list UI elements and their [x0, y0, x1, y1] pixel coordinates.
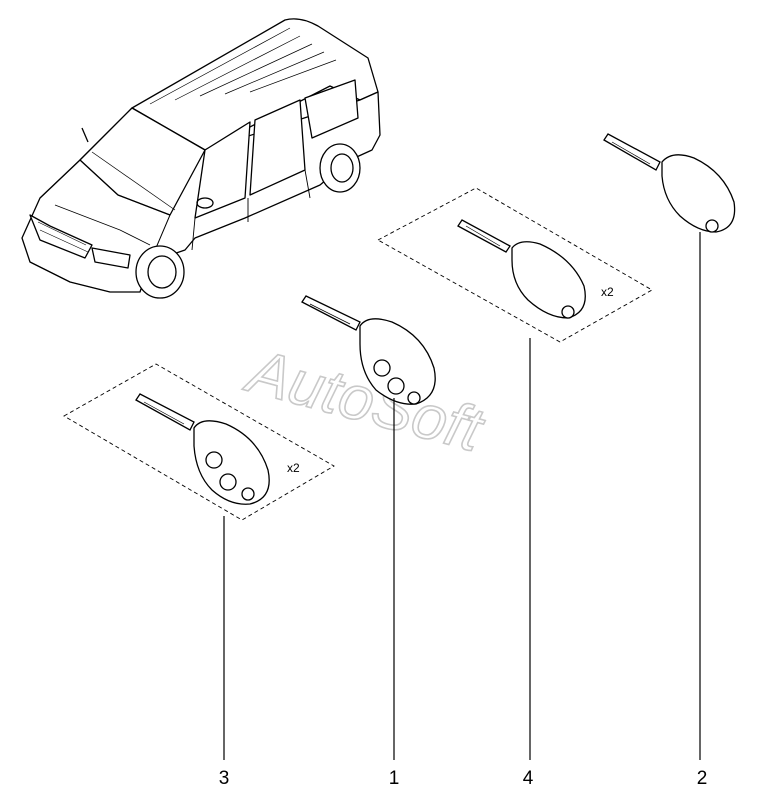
remote-key-two-button-icon	[135, 393, 270, 505]
leader-lines	[223, 232, 701, 760]
key-blank-icon	[603, 133, 736, 233]
station-wagon-car-icon	[21, 18, 381, 299]
quantity-label-3: x2	[287, 461, 300, 475]
callout-number-2: 2	[697, 768, 708, 789]
remote-key-two-button-icon	[301, 295, 436, 405]
callout-number-1: 1	[389, 768, 400, 789]
kit-group-3: x2	[63, 363, 335, 521]
key-blank-icon	[457, 219, 586, 319]
callout-number-4: 4	[523, 768, 534, 789]
kit-group-4: x2	[377, 187, 653, 343]
callout-number-3: 3	[219, 768, 230, 789]
quantity-label-4: x2	[601, 285, 614, 299]
